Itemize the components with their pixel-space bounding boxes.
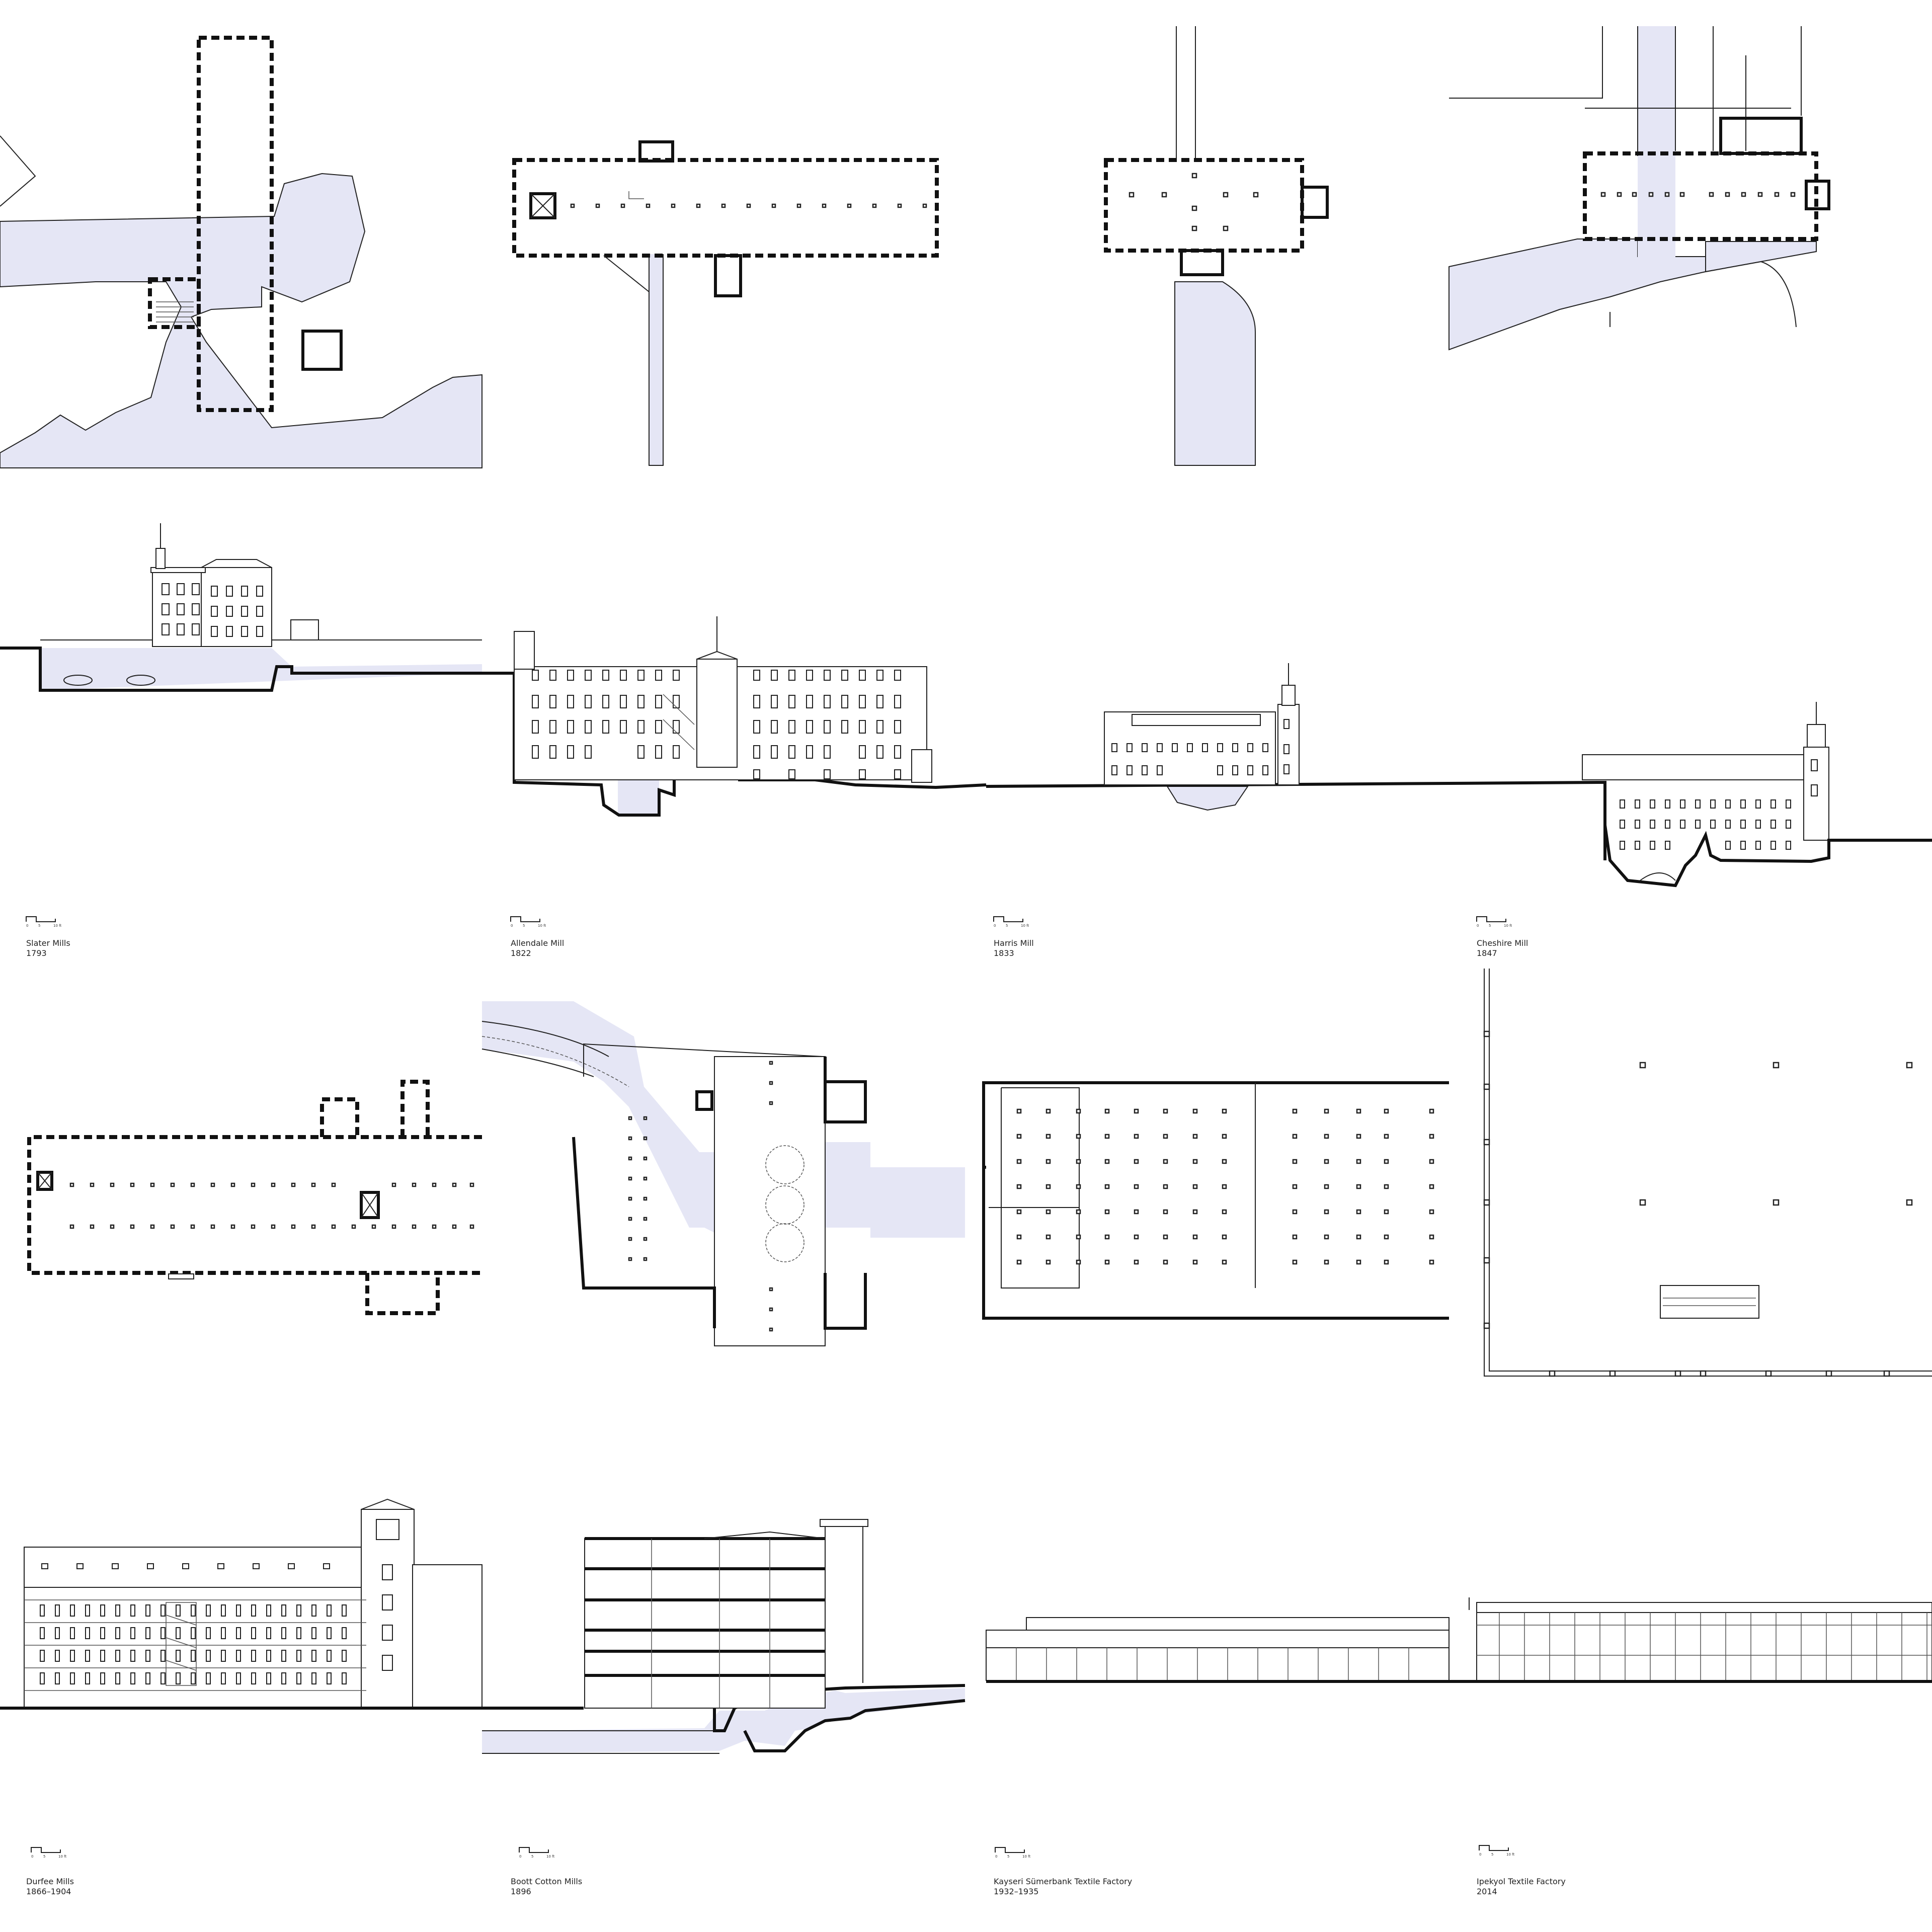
svg-text:0: 0: [995, 1855, 997, 1859]
label-kayseri: 0 5 10 ft Kayseri Sümerbank Textile Factor…: [994, 1847, 1132, 1896]
svg-text:5: 5: [1006, 924, 1008, 928]
svg-text:Ipekyol Textile Factory: Ipekyol Textile Factory: [1477, 1877, 1566, 1886]
svg-text:Durfee Mills: Durfee Mills: [26, 1877, 74, 1886]
scale-bar: [510, 916, 540, 922]
svg-text:0: 0: [511, 924, 513, 928]
ipekyol-textile-plan: [1483, 969, 1932, 1377]
svg-text:10 ft: 10 ft: [1021, 924, 1029, 928]
cheshire-mill-elevation: [1582, 702, 1932, 888]
harris-mill-plan: [1104, 26, 1329, 466]
label-ipekyol: 0 5 10 ft Ipekyol Textile Factory 2014: [1477, 1845, 1566, 1896]
ipekyol-textile-elevation: [1449, 1597, 1932, 1683]
kayseri-sumerbank-plan: [982, 1081, 1449, 1320]
svg-text:10 ft: 10 ft: [1504, 924, 1512, 928]
svg-text:5: 5: [38, 924, 40, 928]
cheshire-mill-plan: [1448, 26, 1830, 351]
svg-text:0: 0: [1477, 924, 1479, 928]
svg-text:1896: 1896: [511, 1887, 531, 1896]
svg-text:5: 5: [1489, 924, 1491, 928]
svg-text:0: 0: [31, 1855, 33, 1859]
label-allendale: 0 5 10 ft Allendale Mill 1822: [510, 916, 564, 958]
svg-text:1822: 1822: [511, 948, 531, 958]
label-cheshire: 0 5 10 ft Cheshire Mill 1847: [1476, 916, 1528, 958]
svg-text:10 ft: 10 ft: [538, 924, 546, 928]
scale-bar: [1479, 1845, 1509, 1851]
slater-mills-elevation: [0, 523, 482, 692]
svg-text:1932–1935: 1932–1935: [994, 1887, 1038, 1896]
label-durfee: 0 5 10 ft Durfee Mills 1866–1904: [26, 1847, 74, 1896]
svg-text:Kayseri Sümerbank Textile Fact: Kayseri Sümerbank Textile Factory: [994, 1877, 1132, 1886]
durfee-mills-elevation: [0, 1498, 533, 1710]
scale-bar: [26, 916, 56, 922]
boott-cotton-mills-plan: [481, 1001, 965, 1346]
label-boott: 0 5 10 ft Boott Cotton Mills 1896: [511, 1847, 582, 1896]
svg-text:Allendale Mill: Allendale Mill: [511, 938, 564, 948]
durfee-mills-plan: [27, 1080, 482, 1315]
label-slater: 0 5 10 ft Slater Mills 1793: [26, 916, 70, 958]
label-harris: 0 5 10 ft Harris Mill 1833: [993, 916, 1034, 958]
svg-text:5: 5: [523, 924, 525, 928]
boott-cotton-mills-section: [482, 1519, 965, 1754]
slater-mills-plan: [0, 36, 482, 468]
allendale-mill-plan: [512, 140, 939, 466]
scale-bar: [519, 1847, 549, 1853]
svg-text:5: 5: [531, 1855, 533, 1859]
svg-text:Harris Mill: Harris Mill: [994, 938, 1034, 948]
svg-text:Boott Cotton Mills: Boott Cotton Mills: [511, 1877, 582, 1886]
svg-text:0: 0: [994, 924, 996, 928]
svg-text:10 ft: 10 ft: [1022, 1855, 1030, 1859]
svg-text:10 ft: 10 ft: [53, 924, 61, 928]
svg-text:0: 0: [1479, 1853, 1481, 1857]
svg-text:1833: 1833: [994, 948, 1014, 958]
svg-text:10 ft: 10 ft: [546, 1855, 554, 1859]
svg-text:1793: 1793: [26, 948, 47, 958]
svg-text:0: 0: [26, 924, 28, 928]
svg-text:5: 5: [43, 1855, 45, 1859]
svg-text:0: 0: [519, 1855, 521, 1859]
svg-text:10 ft: 10 ft: [1506, 1853, 1514, 1857]
svg-text:5: 5: [1007, 1855, 1009, 1859]
svg-text:5: 5: [1491, 1853, 1493, 1857]
svg-text:2014: 2014: [1477, 1887, 1497, 1896]
harris-mill-elevation: [986, 663, 1600, 811]
svg-text:1866–1904: 1866–1904: [26, 1887, 71, 1896]
svg-text:Cheshire Mill: Cheshire Mill: [1477, 938, 1528, 948]
svg-text:1847: 1847: [1477, 948, 1497, 958]
scale-bar: [993, 916, 1023, 922]
kayseri-sumerbank-elevation: [986, 1617, 1450, 1683]
svg-text:10 ft: 10 ft: [58, 1855, 66, 1859]
scale-bar: [1476, 916, 1506, 922]
svg-text:Slater Mills: Slater Mills: [26, 938, 70, 948]
allendale-mill-elevation: [482, 616, 987, 817]
scale-bar: [31, 1847, 61, 1853]
scale-bar: [995, 1847, 1025, 1853]
